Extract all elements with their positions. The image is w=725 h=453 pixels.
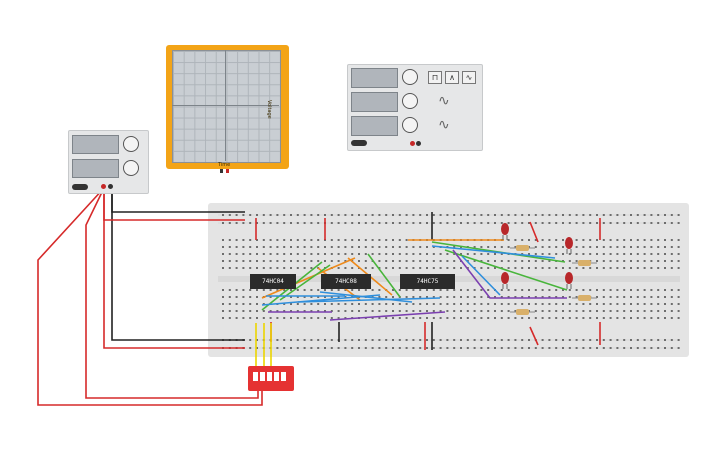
dip-switch-2[interactable] <box>260 372 265 381</box>
psu-display-current <box>72 159 119 178</box>
red-wire-dip-loop <box>37 187 263 406</box>
oscilloscope-time-label: Time <box>218 162 231 168</box>
psu-display-voltage <box>72 135 119 154</box>
dip-switch-4[interactable] <box>274 372 279 381</box>
led-2[interactable] <box>565 237 573 254</box>
sine-wave-icon-2: ∿ <box>438 117 450 133</box>
fgen-display-1 <box>351 68 398 88</box>
square-wave-button[interactable]: ⊓ <box>428 71 442 84</box>
psu-knob-current[interactable] <box>123 160 139 176</box>
chip-74hc75[interactable]: 74HC75 <box>400 274 455 289</box>
fgen-knob-frequency[interactable] <box>402 69 418 85</box>
black-wire-bottom-rail <box>111 188 245 341</box>
resistor-3[interactable] <box>510 309 535 315</box>
resistor-1[interactable] <box>510 245 535 251</box>
oscilloscope-screen <box>172 50 281 163</box>
dip-switch-5[interactable] <box>281 372 286 381</box>
led-1[interactable] <box>501 223 509 240</box>
dip-switch-1[interactable] <box>253 372 258 381</box>
psu-terminal-positive[interactable] <box>101 184 106 189</box>
fgen-terminal-red[interactable] <box>410 141 415 146</box>
resistor-4[interactable] <box>572 295 597 301</box>
psu-knob-voltage[interactable] <box>123 136 139 152</box>
red-wire-bottom-rail <box>103 188 245 349</box>
fgen-knob-amplitude[interactable] <box>402 93 418 109</box>
sine-wave-button[interactable]: ∿ <box>462 71 476 84</box>
fgen-knob-offset[interactable] <box>402 117 418 133</box>
chip-74hc04[interactable]: 74HC04 <box>250 274 296 289</box>
oscilloscope-voltage-label: Voltage <box>266 100 272 119</box>
fgen-terminal-black[interactable] <box>416 141 421 146</box>
fgen-display-3 <box>351 116 398 136</box>
triangle-wave-button[interactable]: ∧ <box>445 71 459 84</box>
resistor-2[interactable] <box>572 260 597 266</box>
psu-power-switch[interactable] <box>72 184 88 190</box>
psu-terminal-negative[interactable] <box>108 184 113 189</box>
chip-74hc08[interactable]: 74HC08 <box>321 274 371 289</box>
led-3[interactable] <box>501 272 509 289</box>
breadboard-holes <box>222 214 680 349</box>
oscilloscope-probe-black[interactable] <box>220 169 223 173</box>
dip-switch[interactable] <box>248 366 294 391</box>
red-wire-dip-loop-2 <box>85 187 259 399</box>
fgen-display-2 <box>351 92 398 112</box>
oscilloscope-probe-red[interactable] <box>226 169 229 173</box>
led-4[interactable] <box>565 272 573 289</box>
dip-switch-3[interactable] <box>267 372 272 381</box>
sine-wave-icon: ∿ <box>438 93 450 109</box>
fgen-power-switch[interactable] <box>351 140 367 146</box>
